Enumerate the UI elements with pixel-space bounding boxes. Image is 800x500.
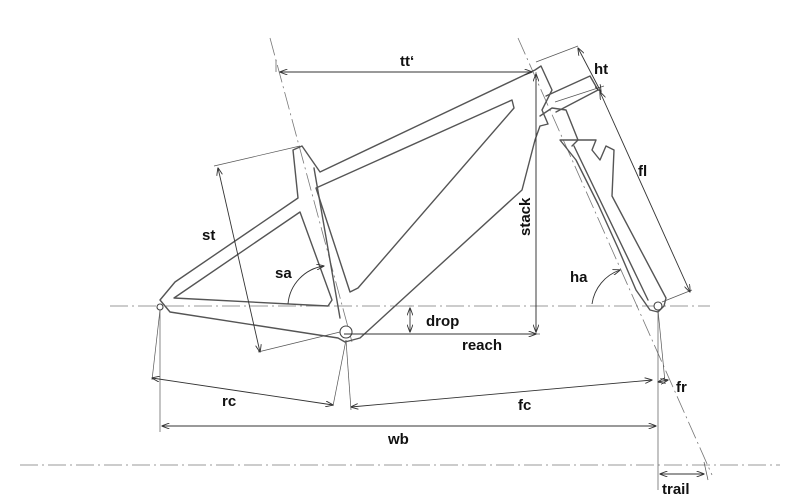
frame-main-triangle [315, 99, 515, 293]
fl-dimension [600, 92, 690, 292]
ha-arc [591, 270, 620, 305]
front-axle [653, 301, 663, 311]
frame-outer-outline [159, 65, 553, 343]
label-drop: drop [426, 313, 459, 330]
label-sa: sa [275, 265, 292, 282]
label-wb: wb [387, 431, 409, 448]
rear-axle [156, 303, 164, 311]
fr-dimension [658, 380, 668, 382]
label-rc: rc [222, 393, 236, 410]
steering-axis [517, 37, 713, 476]
label-fc: fc [518, 397, 531, 414]
label-reach: reach [462, 337, 502, 354]
label-st: st [202, 227, 215, 244]
extension-lines [151, 45, 693, 490]
centerlines [20, 37, 780, 476]
dimension-lines [152, 48, 709, 481]
seat-tube-axis [269, 37, 353, 343]
fork-steerer [545, 75, 599, 113]
label-trail: trail [662, 481, 690, 498]
fork-crown [539, 107, 579, 147]
fork-leg [559, 139, 667, 313]
rear-triangle-opening [173, 211, 333, 307]
fc-dimension [351, 380, 652, 407]
label-stack: stack [517, 197, 534, 236]
dimension-labels: tt‘ ht stack fl st sa ha drop reach rc f… [202, 53, 690, 498]
frame-outline [156, 65, 667, 343]
seat-tube-wall [313, 167, 341, 319]
label-tt: tt‘ [400, 53, 414, 70]
rc-dimension [152, 378, 333, 405]
label-ht: ht [594, 61, 608, 78]
ht-dimension [578, 48, 601, 92]
label-fl: fl [638, 163, 647, 180]
st-dimension [218, 168, 260, 352]
label-fr: fr [676, 379, 687, 396]
bottom-bracket [339, 325, 353, 339]
sa-arc [287, 266, 324, 305]
label-ha: ha [570, 269, 588, 286]
